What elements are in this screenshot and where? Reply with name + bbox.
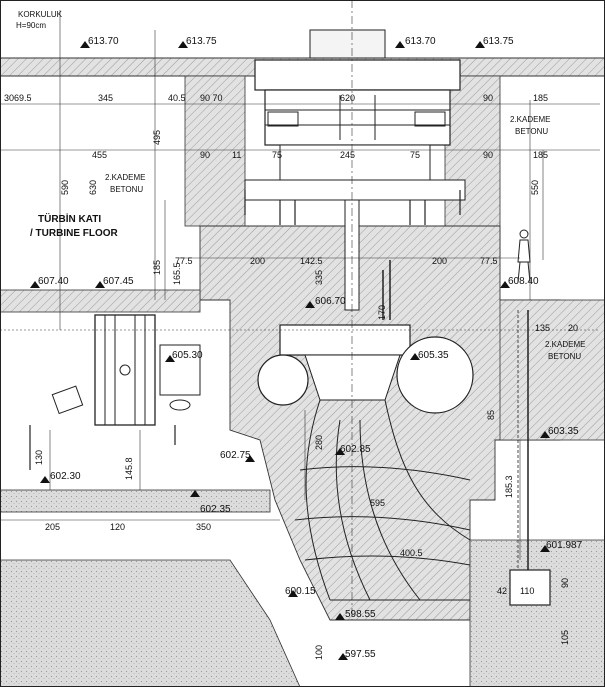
elevation-gen-left: 605.30 <box>172 350 203 361</box>
concrete-structure <box>0 57 605 687</box>
elevation-mid-center: 602.85 <box>340 444 371 455</box>
railing-note-line2: H=90cm <box>16 21 46 30</box>
dim-280: 280 <box>314 435 324 450</box>
dim-90-70: 90 70 <box>200 93 223 103</box>
dimension-lines <box>0 0 600 620</box>
concrete-label-lower-right-2: BETONU <box>548 352 581 361</box>
dim-630: 630 <box>88 180 98 195</box>
dim-170: 170 <box>377 305 387 320</box>
generator-assembly <box>244 29 466 311</box>
annotation-labels: KORKULUK H=90cm TÜRBİN KATI / TURBINE FL… <box>4 10 585 660</box>
turbine-floor-label-en: / TURBINE FLOOR <box>30 228 119 239</box>
dim-3069-5: 3069.5 <box>4 93 32 103</box>
valve-equipment-left <box>29 314 201 470</box>
elevation-right-floor: 608.40 <box>508 276 539 287</box>
dim-85: 85 <box>486 410 496 420</box>
elevation-gen-right: 605.35 <box>418 350 449 361</box>
elevation-lower-left-2: 602.35 <box>200 504 231 515</box>
elevation-top-left-1: 613.70 <box>88 36 119 47</box>
dim-75-right: 75 <box>410 150 420 160</box>
elevation-top-right-2: 613.75 <box>483 36 514 47</box>
elevation-right-low: 603.35 <box>548 426 579 437</box>
elevation-top-left-2: 613.75 <box>186 36 217 47</box>
dim-100: 100 <box>314 645 324 660</box>
dim-595: 595 <box>370 498 385 508</box>
elevation-center: 606.70 <box>315 296 346 307</box>
dim-455: 455 <box>92 150 107 160</box>
dim-345: 345 <box>98 93 113 103</box>
dim-75-left: 75 <box>272 150 282 160</box>
dim-245: 245 <box>340 150 355 160</box>
dim-90-bottom: 90 <box>560 578 570 588</box>
concrete-label-upper-right-1: 2.KADEME <box>510 115 550 124</box>
dim-185-right-2: 185 <box>533 150 548 160</box>
dim-205: 205 <box>45 522 60 532</box>
dim-90-left: 90 <box>200 150 210 160</box>
dim-185-3: 185.3 <box>504 475 514 498</box>
dim-335: 335 <box>314 270 324 285</box>
elevation-mid-left: 602.75 <box>220 450 251 461</box>
concrete-label-lower-right-1: 2.KADEME <box>545 340 585 349</box>
elevation-left-2: 607.45 <box>103 276 134 287</box>
dim-590: 590 <box>60 180 70 195</box>
concrete-label-upper-right-2: BETONU <box>515 127 548 136</box>
dim-130: 130 <box>34 450 44 465</box>
dim-200-right: 200 <box>432 256 447 266</box>
dim-400-5: 400.5 <box>400 548 423 558</box>
dim-77-5-left: 77.5 <box>175 256 193 266</box>
dim-142-5: 142.5 <box>300 256 323 266</box>
dim-350: 350 <box>196 522 211 532</box>
elevation-top-right-1: 613.70 <box>405 36 436 47</box>
elevation-markers <box>30 41 550 660</box>
dim-165-5: 165.5 <box>172 262 182 285</box>
dim-20: 20 <box>568 323 578 333</box>
dim-105: 105 <box>560 630 570 645</box>
elevation-draft-right: 601.987 <box>546 540 583 551</box>
elevation-lower-left-1: 602.30 <box>50 471 81 482</box>
dim-620: 620 <box>340 93 355 103</box>
elevation-pit: 600.15 <box>285 586 316 597</box>
dim-11: 11 <box>232 150 241 160</box>
human-figure <box>517 229 531 283</box>
dim-550: 550 <box>530 180 540 195</box>
dim-42: 42 <box>497 586 507 596</box>
dim-495: 495 <box>152 130 162 145</box>
dim-145-8: 145.8 <box>124 457 134 480</box>
railing-note-line1: KORKULUK <box>18 10 63 19</box>
elevation-left-1: 607.40 <box>38 276 69 287</box>
elevation-bottom-1: 598.55 <box>345 609 376 620</box>
dim-185-vertical: 185 <box>152 260 162 275</box>
dim-135: 135 <box>535 323 550 333</box>
elevation-bottom-2: 597.55 <box>345 649 376 660</box>
dim-120: 120 <box>110 522 125 532</box>
dim-90-right-2: 90 <box>483 150 493 160</box>
dim-200-left: 200 <box>250 256 265 266</box>
concrete-label-left-1: 2.KADEME <box>105 173 145 182</box>
dim-40-5: 40.5 <box>168 93 186 103</box>
dim-90-right: 90 <box>483 93 493 103</box>
dim-77-5-right: 77.5 <box>480 256 498 266</box>
turbine-floor-label-tr: TÜRBİN KATI <box>38 212 101 225</box>
dim-110: 110 <box>520 586 534 596</box>
concrete-label-left-2: BETONU <box>110 185 143 194</box>
dim-185-right: 185 <box>533 93 548 103</box>
